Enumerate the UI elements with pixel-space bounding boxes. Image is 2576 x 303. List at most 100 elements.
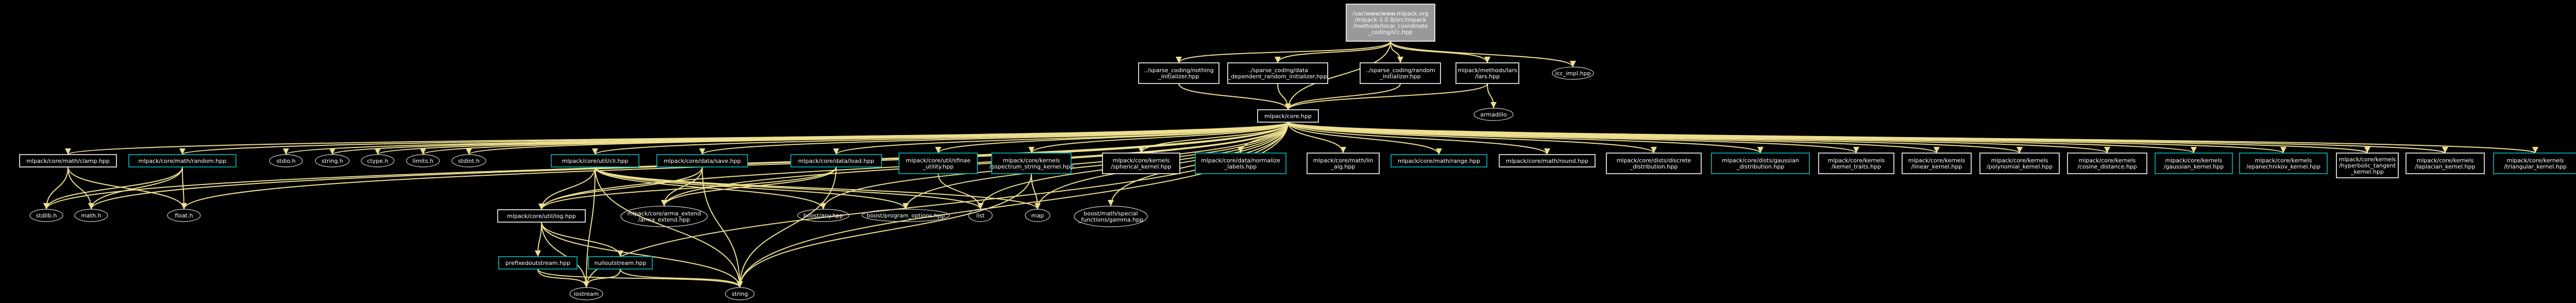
node-ellipse bbox=[1473, 108, 1514, 121]
node-box bbox=[497, 209, 586, 223]
edge-root-to-lcc_impl bbox=[1390, 41, 1576, 68]
node-box bbox=[790, 154, 882, 167]
node-label: _kernel.hpp bbox=[2350, 169, 2384, 175]
node-sc_data_dep[interactable]: ../sparse_coding/data_dependent_random_i… bbox=[1227, 62, 1328, 84]
edge-prefixed-to-string bbox=[537, 268, 743, 288]
node-label: mlpack/core/kernels bbox=[1003, 157, 1060, 164]
node-label: /methods/local_coordinate bbox=[1353, 23, 1428, 29]
edge-log-to-prefixed bbox=[535, 222, 542, 257]
node-label: mlpack/core/math/clamp.hpp bbox=[26, 158, 110, 164]
node-label: ../sparse_coding/data bbox=[1247, 67, 1308, 74]
node-box bbox=[2405, 153, 2485, 174]
node-nulloutstream[interactable]: nulloutstream.hpp bbox=[588, 256, 653, 270]
node-sc_random[interactable]: ../sparse_coding/random_initializer.hpp bbox=[1360, 62, 1441, 84]
node-lin_alg[interactable]: mlpack/core/math/lin_alg.hpp bbox=[1307, 153, 1380, 174]
edge-sc_nothing-to-core bbox=[1178, 83, 1291, 110]
node-gaussian_k[interactable]: mlpack/core/kernels/gaussian_kernel.hpp bbox=[2155, 153, 2233, 174]
node-label: mlpack/core/dists/discrete bbox=[1617, 157, 1691, 164]
node-sc_nothing[interactable]: ../sparse_coding/nothing_initializer.hpp bbox=[1138, 62, 1219, 84]
node-string: string bbox=[725, 287, 755, 300]
node-iostream: iostream bbox=[569, 287, 603, 300]
node-label: /polynomial_kernel.hpp bbox=[1987, 163, 2053, 170]
node-epan_k[interactable]: mlpack/core/kernels/epanechnikov_kernel.… bbox=[2239, 153, 2328, 174]
node-label: /lars.hpp bbox=[1475, 73, 1500, 80]
node-random[interactable]: mlpack/core/math/random.hpp bbox=[128, 154, 236, 167]
node-sfinae[interactable]: mlpack/core/util/sfinae_utility.hpp bbox=[899, 153, 978, 174]
node-cli[interactable]: mlpack/core/util/cli.hpp bbox=[551, 154, 639, 167]
node-box bbox=[1979, 153, 2060, 174]
node-hyper_k[interactable]: mlpack/core/kernels/hyperbolic_tangent_k… bbox=[2336, 153, 2399, 178]
node-laplace_k[interactable]: mlpack/core/kernels/laplacian_kernel.hpp bbox=[2405, 153, 2485, 174]
edge-random-to-float_h bbox=[180, 166, 187, 210]
node-clamp[interactable]: mlpack/core/math/clamp.hpp bbox=[19, 154, 117, 167]
node-root[interactable]: /var/www/www.mlpack.org/mlpack-1.0.8/src… bbox=[1346, 4, 1435, 42]
edge-core-to-gaussian_k bbox=[1287, 122, 2197, 154]
edge-lars_hpp-to-armadillo bbox=[1487, 83, 1497, 109]
edge-sc_random-to-core bbox=[1285, 83, 1401, 110]
node-discrete[interactable]: mlpack/core/dists/discrete_distribution.… bbox=[1606, 153, 1702, 174]
node-label: /mlpack-1.0.8/src/mlpack bbox=[1355, 16, 1427, 23]
node-normalize[interactable]: mlpack/core/data/normalize_labels.hpp bbox=[1195, 153, 1286, 174]
node-label: /epanechnikov_kernel.hpp bbox=[2246, 163, 2320, 170]
node-ellipse bbox=[797, 209, 850, 222]
edge-cli-to-iostream bbox=[583, 166, 596, 288]
node-pss[interactable]: mlpack/core/kernels/pspectrum_string_ker… bbox=[989, 153, 1074, 174]
node-gaussian_dist[interactable]: mlpack/core/dists/gaussian_distribution.… bbox=[1711, 153, 1810, 174]
node-label: map bbox=[1031, 212, 1044, 219]
node-layer: /var/www/www.mlpack.org/mlpack-1.0.8/src… bbox=[19, 4, 2576, 300]
node-box bbox=[1307, 153, 1380, 174]
node-box bbox=[1138, 62, 1219, 84]
node-ellipse bbox=[361, 154, 395, 167]
node-kernel_traits[interactable]: mlpack/core/kernels/kernel_traits.hpp bbox=[1818, 153, 1894, 174]
node-box bbox=[991, 153, 1072, 174]
node-box bbox=[899, 153, 978, 174]
node-box bbox=[588, 256, 653, 270]
node-float_h: float.h bbox=[167, 209, 201, 222]
edge-clamp-to-float_h bbox=[67, 166, 187, 210]
edge-cli-to-string bbox=[595, 166, 743, 288]
node-cosine_k[interactable]: mlpack/core/kernels/cosine_distance.hpp bbox=[2067, 153, 2147, 174]
edge-save-to-arma_extend bbox=[661, 166, 703, 207]
node-ellipse bbox=[1074, 206, 1148, 227]
node-range[interactable]: mlpack/core/math/range.hpp bbox=[1391, 154, 1487, 167]
node-round[interactable]: mlpack/core/math/round.hpp bbox=[1499, 154, 1596, 167]
node-core[interactable]: mlpack/core.hpp bbox=[1257, 109, 1319, 123]
node-ellipse bbox=[74, 209, 108, 222]
node-save[interactable]: mlpack/core/data/save.hpp bbox=[656, 154, 748, 167]
node-boost_any: boost/any.hpp bbox=[797, 209, 850, 222]
edge-core-to-sfinae bbox=[935, 122, 1289, 154]
node-lars_hpp[interactable]: mlpack/methods/lars/lars.hpp bbox=[1455, 62, 1519, 84]
node-poly_k[interactable]: mlpack/core/kernels/polynomial_kernel.hp… bbox=[1979, 153, 2060, 174]
node-label: _utility.hpp bbox=[922, 163, 954, 170]
node-spherical[interactable]: mlpack/core/kernels/spherical_kernel.hpp bbox=[1102, 153, 1180, 174]
edge-root-to-sc_data_dep bbox=[1275, 41, 1391, 63]
node-label: math.h bbox=[81, 212, 101, 219]
edge-core-to-discrete bbox=[1287, 122, 1657, 154]
node-ellipse bbox=[167, 209, 201, 222]
node-label: /laplacian_kernel.hpp bbox=[2415, 163, 2476, 170]
node-log[interactable]: mlpack/core/util/log.hpp bbox=[497, 209, 586, 223]
edge-load-to-log bbox=[538, 166, 837, 210]
node-linear_k[interactable]: mlpack/core/kernels/linear_kernel.hpp bbox=[1902, 153, 1972, 174]
node-box bbox=[19, 154, 117, 167]
edge-core-to-stdint bbox=[466, 122, 1289, 155]
node-tri_k[interactable]: mlpack/core/kernels/triangular_kernel.hp… bbox=[2493, 153, 2576, 174]
node-ellipse bbox=[725, 287, 755, 300]
node-label: /pspectrum_string_kernel.hpp bbox=[989, 163, 1074, 170]
node-box bbox=[1227, 62, 1328, 84]
node-limits: limits.h bbox=[406, 154, 440, 167]
edge-save-to-log bbox=[538, 166, 703, 210]
node-label: string bbox=[732, 291, 748, 297]
node-list: list bbox=[968, 209, 993, 222]
node-label: /gaussian_kernel.hpp bbox=[2164, 163, 2224, 170]
edge-root-to-sc_nothing bbox=[1176, 41, 1391, 63]
node-label: mlpack/core/math/lin bbox=[1313, 157, 1374, 164]
node-label: mlpack/core/arma_extend bbox=[627, 210, 701, 217]
node-ctype: ctype.h bbox=[361, 154, 395, 167]
node-ellipse bbox=[451, 154, 486, 167]
node-prefixed[interactable]: prefixedoutstream.hpp bbox=[498, 256, 578, 270]
node-load[interactable]: mlpack/core/data/load.hpp bbox=[790, 154, 882, 167]
node-ellipse bbox=[968, 209, 993, 222]
node-label: stdint.h bbox=[458, 158, 480, 164]
node-label: mlpack/core/kernels bbox=[2255, 157, 2312, 164]
